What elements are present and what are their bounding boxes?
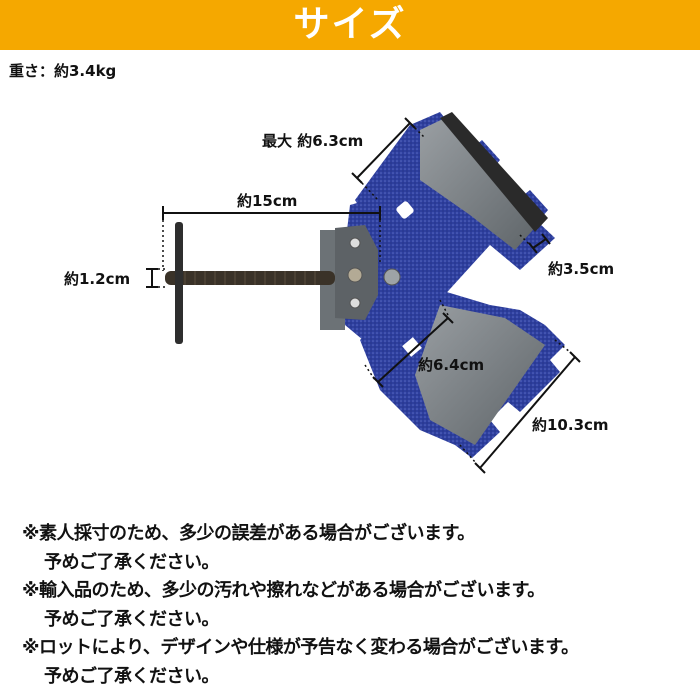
dimension-label-screw-length: 約15cm	[237, 192, 298, 210]
page-title: サイズ	[293, 4, 407, 45]
lower-jaw	[360, 290, 565, 458]
note-text: ※ロットにより、デザインや仕様が予告なく変わる場合がございます。	[22, 637, 579, 658]
dimension-label-screw-diameter: 約1.2cm	[64, 270, 131, 288]
corner-clamp-illustration	[146, 112, 581, 474]
note-item: ※ロットにより、デザインや仕様が予告なく変わる場合がございます。 予めご了承くだ…	[22, 634, 692, 691]
note-item: ※輸入品のため、多少の汚れや擦れなどがある場合がございます。 予めご了承ください…	[22, 577, 692, 634]
dimension-lines	[146, 117, 581, 474]
dimension-guides	[158, 127, 571, 464]
note-item: ※素人採寸のため、多少の誤差がある場合がございます。 予めご了承ください。	[22, 520, 692, 577]
dimension-label-jaw-length: 約10.3cm	[532, 416, 609, 434]
note-subtext: 予めご了承ください。	[44, 665, 220, 687]
disclaimer-notes: ※素人採寸のため、多少の誤差がある場合がございます。 予めご了承ください。 ※輸…	[22, 520, 692, 691]
dimension-label-jaw-height: 約3.5cm	[548, 260, 615, 278]
screw-and-handle	[165, 222, 335, 344]
note-text: ※輸入品のため、多少の汚れや擦れなどがある場合がございます。	[22, 580, 545, 601]
weight-label: 重さ：約3.4kg	[9, 62, 117, 80]
dimension-label-inner-width: 約6.4cm	[418, 356, 485, 374]
note-text: ※素人採寸のため、多少の誤差がある場合がございます。	[22, 523, 475, 544]
note-subtext: 予めご了承ください。	[44, 551, 220, 573]
page-header-banner: サイズ	[0, 0, 700, 50]
note-subtext: 予めご了承ください。	[44, 608, 220, 630]
dimension-label-jaw-opening: 最大 約6.3cm	[262, 132, 364, 150]
product-dimension-figure: 最大 約6.3cm 約15cm 約1.2cm 約3.5cm 約6.4cm 約10…	[0, 90, 700, 510]
